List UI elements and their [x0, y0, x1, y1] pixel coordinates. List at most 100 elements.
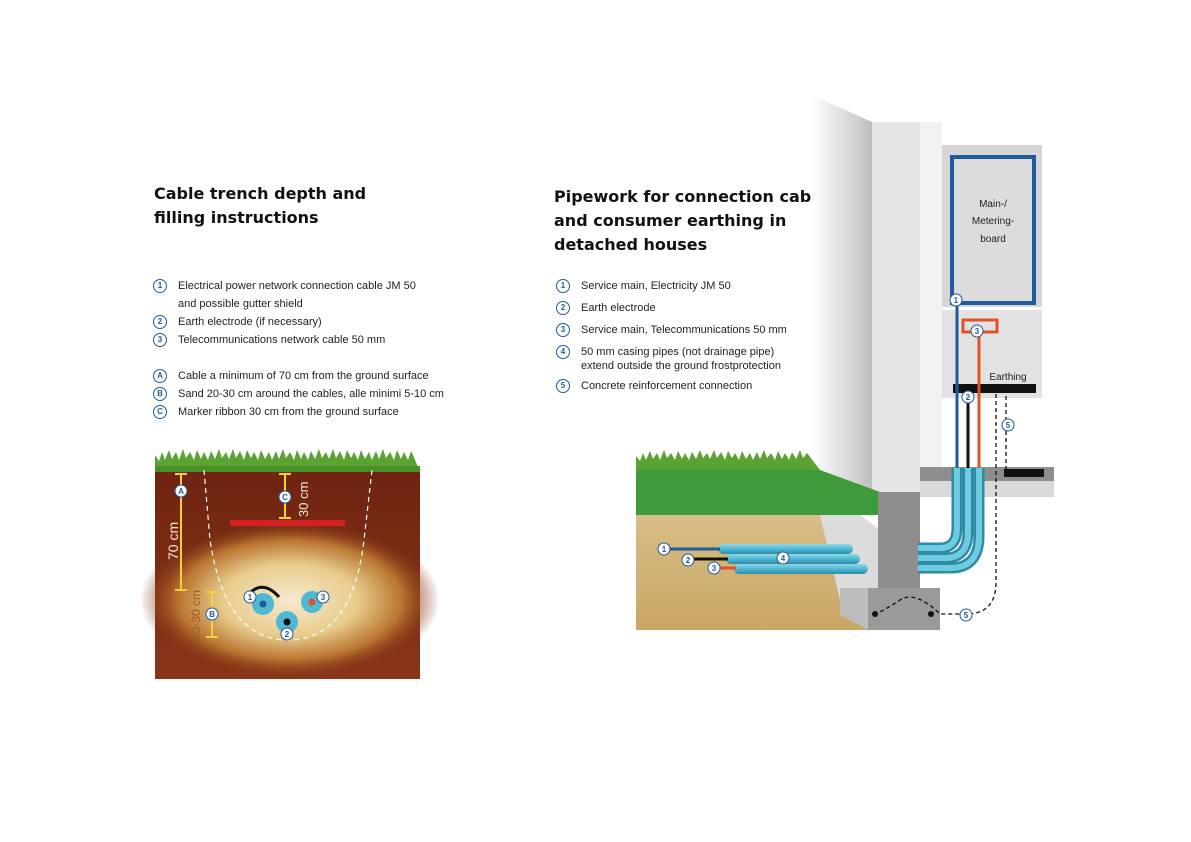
cable-1	[252, 593, 274, 615]
gutter-shield	[245, 585, 281, 599]
cable-1-marker	[243, 590, 257, 604]
legend-marker: 3	[153, 333, 167, 347]
legend-item: 3 Telecommunications network cable 50 mm	[153, 331, 473, 349]
pipework-title-line2: and consumer earthing in	[554, 211, 787, 230]
marker-a	[174, 484, 188, 498]
marker-c	[278, 490, 292, 504]
legend-item: 1 Electrical power network connection ca…	[153, 277, 473, 313]
legend-marker: 2	[556, 301, 570, 315]
trench-title-line2: filling instructions	[154, 208, 319, 227]
cabinet-upper	[942, 145, 1042, 307]
legend-marker: C	[153, 405, 167, 419]
marker-b	[205, 607, 219, 621]
floor-slab	[920, 481, 1054, 497]
house-grass	[636, 450, 820, 470]
marker-ribbon	[230, 520, 345, 526]
ground-pipe-1	[718, 544, 853, 554]
house-marker-1b	[949, 293, 963, 307]
reinforcement-dashed	[874, 394, 1007, 615]
marker-c-label: C	[282, 493, 288, 502]
cable-2	[276, 611, 298, 633]
house-marker-1a	[657, 542, 671, 556]
house-marker-4-label: 4	[781, 554, 786, 563]
foundation-shadow	[820, 515, 880, 600]
legend-marker: 3	[556, 323, 570, 337]
legend-item: 5 Concrete reinforcement connection	[556, 377, 806, 395]
house-marker-5a	[1001, 418, 1015, 432]
house-marker-1a-label: 1	[662, 545, 667, 554]
house-marker-2b	[961, 390, 975, 404]
legend-marker: 4	[556, 345, 570, 359]
house-marker-1b-label: 1	[954, 296, 959, 305]
legend-item: C Marker ribbon 30 cm from the ground su…	[153, 403, 483, 421]
telecom-box	[961, 318, 999, 334]
earthing-bar-floor	[1004, 469, 1044, 477]
legend-text: Electrical power network connection cabl…	[178, 280, 416, 292]
trench-legend-numbered: 1 Electrical power network connection ca…	[153, 277, 473, 349]
trench-outline	[203, 469, 373, 641]
house-marker-5b-label: 5	[964, 611, 969, 620]
house-marker-5a-label: 5	[1006, 421, 1011, 430]
cable-3-core	[308, 598, 316, 606]
trench-legend-lettered: A Cable a minimum of 70 cm from the grou…	[153, 367, 483, 421]
earthing-label: Earthing	[989, 372, 1026, 383]
legend-marker: 1	[556, 279, 570, 293]
legend-text: Concrete reinforcement connection	[581, 380, 753, 392]
grass-strip	[155, 449, 420, 472]
cable-3-marker-label: 3	[321, 593, 326, 602]
casing-pipe-2	[918, 468, 974, 564]
foundation-footing	[868, 588, 940, 630]
board-label-3: board	[980, 234, 1006, 245]
house-marker-5b	[959, 608, 973, 622]
legend-marker: A	[153, 369, 167, 383]
legend-text-continued: and possible gutter shield	[178, 298, 303, 310]
casing-pipe-2-hi	[918, 468, 971, 561]
house-sand	[636, 515, 880, 630]
dim-20-30-label: 20-30 cm	[189, 590, 203, 640]
legend-text: 50 mm casing pipes (not drainage pipe)	[581, 346, 775, 358]
casing-pipe-3-hi	[918, 468, 982, 571]
house-lawn	[636, 470, 880, 515]
casing-pipe-1-hi	[918, 468, 960, 551]
cable-1-marker-label: 1	[248, 593, 253, 602]
legend-text: Earth electrode (if necessary)	[178, 316, 322, 328]
house-marker-4	[776, 551, 790, 565]
legend-item: 3 Service main, Telecommunications 50 mm	[556, 321, 806, 339]
legend-marker: 2	[153, 315, 167, 329]
legend-item: 2 Earth electrode	[556, 299, 806, 317]
casing-pipe-3	[918, 468, 985, 574]
board-label-1: Main-/	[979, 199, 1007, 210]
legend-item: 4 50 mm casing pipes (not drainage pipe)…	[556, 343, 806, 373]
cable-1-core	[259, 600, 267, 608]
legend-text: Cable a minimum of 70 cm from the ground…	[178, 370, 429, 382]
trench-title-line1: Cable trench depth and	[154, 184, 367, 203]
house-marker-2b-label: 2	[966, 393, 971, 402]
legend-item: A Cable a minimum of 70 cm from the grou…	[153, 367, 483, 385]
trench-soil	[155, 468, 420, 679]
sand-bedding	[140, 520, 440, 680]
legend-text: Service main, Telecommunications 50 mm	[581, 324, 787, 336]
house-marker-3b-label: 3	[975, 327, 980, 336]
legend-text: Telecommunications network cable 50 mm	[178, 334, 386, 346]
legend-item: 1 Service main, Electricity JM 50	[556, 277, 806, 295]
legend-text-continued: extend outside the ground frostprotectio…	[581, 360, 781, 372]
legend-marker: 1	[153, 279, 167, 293]
house-wall-inner	[920, 122, 942, 467]
pipework-title-line1: Pipework for connection cables	[554, 187, 838, 206]
dim-70-label: 70 cm	[165, 522, 181, 560]
cable-2-marker-label: 2	[285, 630, 290, 639]
floor-slab-top	[920, 467, 1054, 481]
house-wall-side	[872, 122, 920, 492]
house-marker-2a	[681, 553, 695, 567]
trench-title: Cable trench depth and filling instructi…	[154, 182, 366, 230]
cabinet-lower	[942, 310, 1042, 398]
house-wall-face	[812, 95, 872, 492]
cable-3-marker	[316, 590, 330, 604]
legend-text: Service main, Electricity JM 50	[581, 280, 731, 292]
cable-3	[301, 591, 323, 613]
legend-marker: 5	[556, 379, 570, 393]
foundation-wall	[878, 492, 920, 592]
cable-2-marker	[280, 627, 294, 641]
house-marker-3a	[707, 561, 721, 575]
